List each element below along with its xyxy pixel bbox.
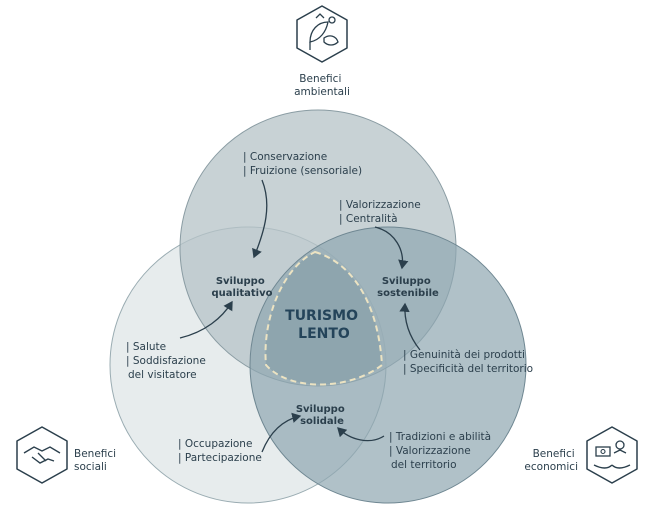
- note-conservation-line1: | Conservazione: [243, 151, 327, 163]
- center-title-line2: LENTO: [298, 326, 350, 342]
- note-valorization-line1: | Valorizzazione: [339, 199, 421, 211]
- note-valorization-line2: | Centralità: [339, 213, 398, 225]
- svg-text:TURISMO LENTO: TURISMO LENTO: [285, 308, 363, 342]
- zone-sustainable-line2: sostenibile: [377, 288, 439, 299]
- svg-text:Benefici ambientali: Benefici ambientali: [294, 73, 350, 98]
- note-conservation-line2: | Fruizione (sensoriale): [243, 165, 362, 177]
- center-intersection: [264, 250, 384, 386]
- svg-text:| Valorizzazione | Central: | Valorizzazione | Centralità: [339, 199, 424, 225]
- svg-text:Benefici sociali: Benefici sociali: [74, 448, 119, 473]
- money-hands-icon: [586, 426, 638, 484]
- category-economic-line1: Benefici: [533, 448, 575, 460]
- center-title-line1: TURISMO: [285, 308, 358, 324]
- svg-text:Benefici economici: Benefici economici: [524, 448, 578, 473]
- arrow-traditions: [337, 427, 385, 442]
- note-traditions-line1: | Tradizioni e abilità: [389, 431, 491, 443]
- svg-text:Sviluppo sostenibile: Sviluppo sostenibile: [377, 276, 439, 299]
- plants-animals-icon: [296, 5, 348, 63]
- zone-solidarity-line2: solidale: [300, 416, 344, 427]
- note-employment-line2: | Partecipazione: [178, 452, 262, 464]
- svg-text:| Tradizioni e abilità | V: | Tradizioni e abilità | Valorizzazione …: [389, 431, 494, 471]
- arrow-products: [399, 302, 421, 351]
- note-traditions-line2: | Valorizzazione: [389, 445, 471, 457]
- zone-qualitative-line2: qualitativo: [211, 288, 272, 299]
- handshake-icon: [16, 426, 68, 484]
- arrow-conservation: [252, 179, 268, 259]
- note-products-line2: | Specificità del territorio: [403, 363, 533, 375]
- note-health-line1: | Salute: [126, 341, 166, 353]
- category-social-line2: sociali: [74, 461, 107, 473]
- category-social-line1: Benefici: [74, 448, 116, 460]
- zone-qualitative-line1: Sviluppo: [216, 276, 265, 287]
- category-environmental-line2: ambientali: [294, 86, 350, 98]
- svg-text:| Genuinità dei prodotti |: | Genuinità dei prodotti | Specificità d…: [403, 349, 533, 375]
- zone-solidarity-line1: Sviluppo: [296, 404, 345, 415]
- note-traditions-line3: del territorio: [391, 459, 457, 471]
- arrow-employment: [261, 412, 302, 453]
- svg-text:| Salute | Soddisfazione: | Salute | Soddisfazione del visitatore: [126, 341, 209, 381]
- note-health-line3: del visitatore: [128, 369, 197, 381]
- svg-text:Sviluppo solidale: Sviluppo solidale: [296, 404, 348, 427]
- note-employment-line1: | Occupazione: [178, 438, 252, 450]
- circle-economic: [249, 226, 527, 504]
- svg-text:Sviluppo qualitativo: Sviluppo qualitativo: [211, 276, 272, 299]
- note-products-line1: | Genuinità dei prodotti: [403, 349, 525, 361]
- arrow-health: [179, 300, 233, 339]
- svg-text:| Conservazione | Fruizion: | Conservazione | Fruizione (sensoriale): [243, 151, 362, 177]
- category-economic-line2: economici: [524, 461, 578, 473]
- svg-text:| Occupazione | Partecipaz: | Occupazione | Partecipazione: [178, 438, 262, 464]
- arrow-valorization: [374, 226, 409, 270]
- category-environmental-line1: Benefici: [299, 73, 341, 85]
- zone-sustainable-line1: Sviluppo: [382, 276, 431, 287]
- note-health-line2: | Soddisfazione: [126, 355, 206, 367]
